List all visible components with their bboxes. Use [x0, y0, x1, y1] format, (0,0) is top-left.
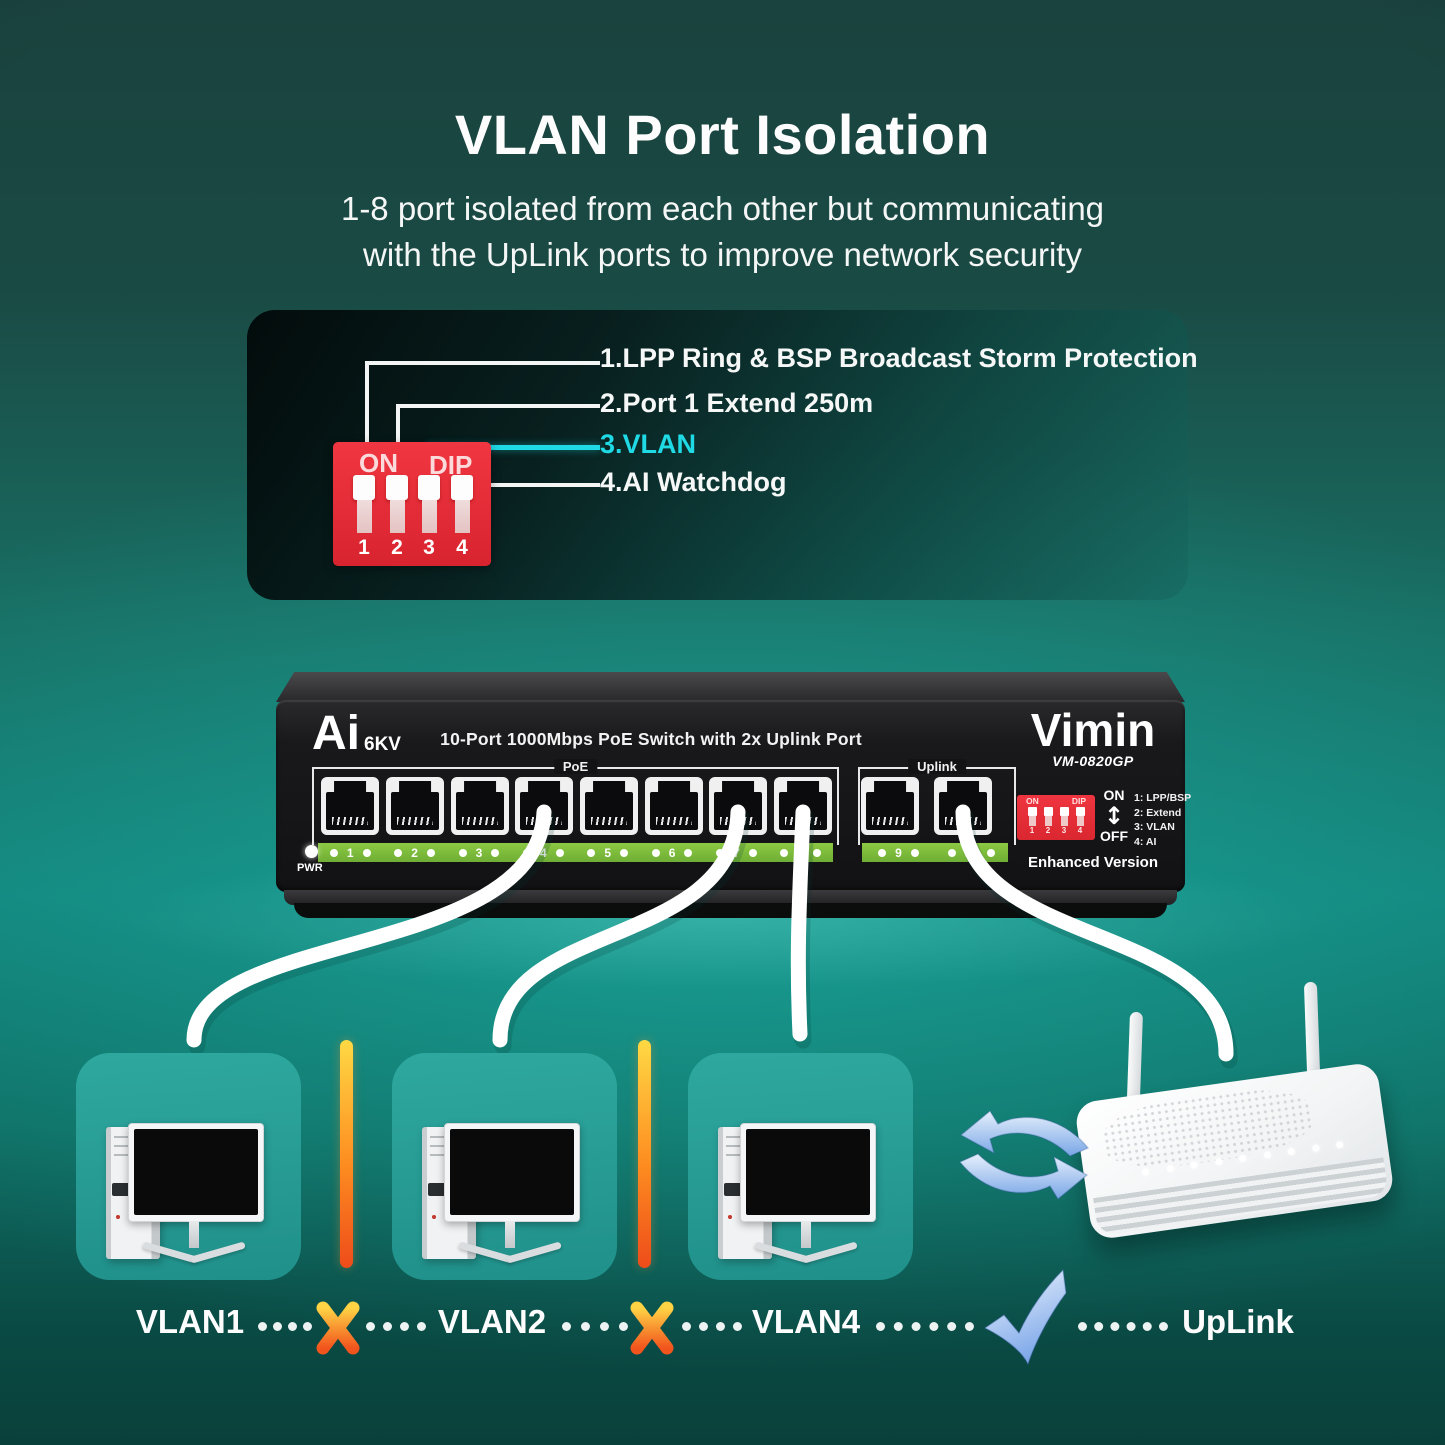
exchange-arrows-icon: [958, 1109, 1090, 1201]
dip-number-1: 1: [358, 536, 370, 559]
dip-number-4: 4: [456, 536, 468, 559]
subtitle-line-2: with the UpLink ports to improve network…: [363, 236, 1082, 273]
dotted-link-2: [366, 1322, 426, 1331]
dip-on-off-indicator: ON ↕ OFF: [1096, 788, 1132, 844]
uplink-port-group-frame: Uplink: [858, 759, 1016, 845]
isolation-bar-1: [340, 1040, 353, 1268]
uplink-group-label: Uplink: [908, 759, 966, 774]
dip-on-text: ON: [1103, 787, 1125, 803]
vlan4-label: VLAN4: [751, 1303, 861, 1340]
switch-bottom-lip: [284, 890, 1177, 905]
dip-switch-illustration: ON DIP 1 2 3 4: [333, 442, 491, 566]
power-label: PWR: [297, 862, 323, 874]
cross-blocked-icon-1: [316, 1301, 360, 1355]
port-cell-9: 9: [862, 843, 935, 862]
port-cell-3: 3: [447, 843, 511, 862]
check-allowed-icon: [983, 1268, 1067, 1366]
dip-function-4: 4: AI: [1134, 835, 1157, 848]
dotted-link-3: [562, 1322, 628, 1331]
brand-ai: Ai: [312, 707, 360, 760]
dip-function-3: 3: VLAN: [1134, 821, 1175, 833]
cable-port4-to-vlan1: [186, 804, 552, 1048]
switch-brand-left: Ai 6KV: [312, 707, 401, 760]
port-cell-2: 2: [382, 843, 446, 862]
vlan1-device-card: [76, 1053, 301, 1280]
rj45-port-3-icon: [451, 777, 509, 835]
rj45-port-1-icon: [321, 777, 379, 835]
mini-dip-dip: DIP: [1071, 796, 1086, 806]
vlan2-label: VLAN2: [437, 1303, 547, 1340]
dip-switch-4: [451, 475, 473, 535]
subtitle-line-1: 1-8 port isolated from each other but co…: [340, 190, 1105, 227]
mini-dip-switch-icon: ON DIP 1 2 3 4: [1017, 795, 1095, 840]
dip-number-2: 2: [391, 536, 403, 559]
callout-line-2: [398, 404, 600, 408]
poe-port-group-frame: PoE: [312, 759, 839, 845]
callout-text-2: 2.Port 1 Extend 250m: [600, 388, 874, 418]
port-cell-5: 5: [576, 843, 640, 862]
vlan1-label: VLAN1: [135, 1303, 245, 1340]
dip-function-1: 1: LPP/BSP: [1134, 792, 1192, 804]
callout-text-4: 4.AI Watchdog: [600, 467, 787, 497]
dip-switch-1: [353, 475, 375, 535]
dip-on-label: ON: [359, 448, 398, 478]
vlan4-device-card: [688, 1053, 913, 1280]
monitor-icon: [444, 1123, 580, 1222]
callout-text-1: 1.LPP Ring & BSP Broadcast Storm Protect…: [600, 343, 1198, 373]
switch-model-title: 10-Port 1000Mbps PoE Switch with 2x Upli…: [440, 729, 862, 749]
page-subtitle: 1-8 port isolated from each other but co…: [0, 186, 1445, 278]
port-cell-1: 1: [318, 843, 382, 862]
switch-base-shadow: [294, 903, 1167, 918]
vlan2-device-card: [392, 1053, 617, 1280]
model-number: VM-0820GP: [1052, 753, 1134, 769]
power-led: [305, 845, 318, 858]
mini-dip-on: ON: [1026, 796, 1039, 806]
brand-vimin: Vimin: [1030, 704, 1156, 756]
dip-function-2: 2: Extend: [1134, 806, 1182, 819]
dotted-link-1: [258, 1322, 312, 1331]
cable-port10-to-router: [955, 804, 1234, 1062]
dotted-link-5: [876, 1322, 974, 1331]
switch-brand-right: Vimin VM-0820GP: [1008, 704, 1178, 769]
edition-label: Enhanced Version: [1027, 854, 1159, 871]
callout-line-1-drop: [365, 361, 369, 478]
poe-switch: Ai 6KV 10-Port 1000Mbps PoE Switch with …: [276, 672, 1191, 918]
page-title: VLAN Port Isolation: [454, 103, 991, 166]
callout-line-2-drop: [396, 404, 400, 478]
dip-number-3: 3: [423, 536, 435, 559]
up-down-arrow-icon: ↕: [1103, 802, 1125, 830]
poe-group-label: PoE: [553, 759, 598, 774]
cable-port7-to-vlan2: [492, 804, 746, 1048]
dotted-link-6: [1078, 1322, 1168, 1331]
dip-off-text: OFF: [1100, 828, 1128, 844]
rj45-port-5-icon: [580, 777, 638, 835]
port-cell-6: 6: [640, 843, 704, 862]
brand-6kv: 6KV: [364, 734, 401, 755]
callout-line-4: [474, 483, 600, 487]
callout-line-1: [367, 361, 600, 365]
dip-function-list: 1: LPP/BSP 2: Extend 3: VLAN 4: AI: [1134, 791, 1191, 849]
callout-text-3-vlan: 3.VLAN: [600, 429, 697, 459]
rj45-port-9-icon: [861, 777, 919, 835]
callout-line-3: [429, 445, 600, 450]
isolation-bar-2: [638, 1040, 651, 1268]
monitor-icon: [128, 1123, 264, 1222]
monitor-icon: [740, 1123, 876, 1222]
dotted-link-4: [682, 1322, 742, 1331]
rj45-port-6-icon: [645, 777, 703, 835]
dip-switch-3: [418, 475, 440, 535]
poe-led-strip: 1 2 3 4 5 6 7 8: [318, 843, 833, 862]
cross-blocked-icon-2: [630, 1301, 674, 1355]
rj45-port-2-icon: [386, 777, 444, 835]
switch-top-bevel: [276, 672, 1185, 702]
uplink-label: UpLink: [1182, 1303, 1294, 1340]
dip-switch-2: [386, 475, 408, 535]
cable-port8-to-vlan4: [790, 804, 811, 1042]
